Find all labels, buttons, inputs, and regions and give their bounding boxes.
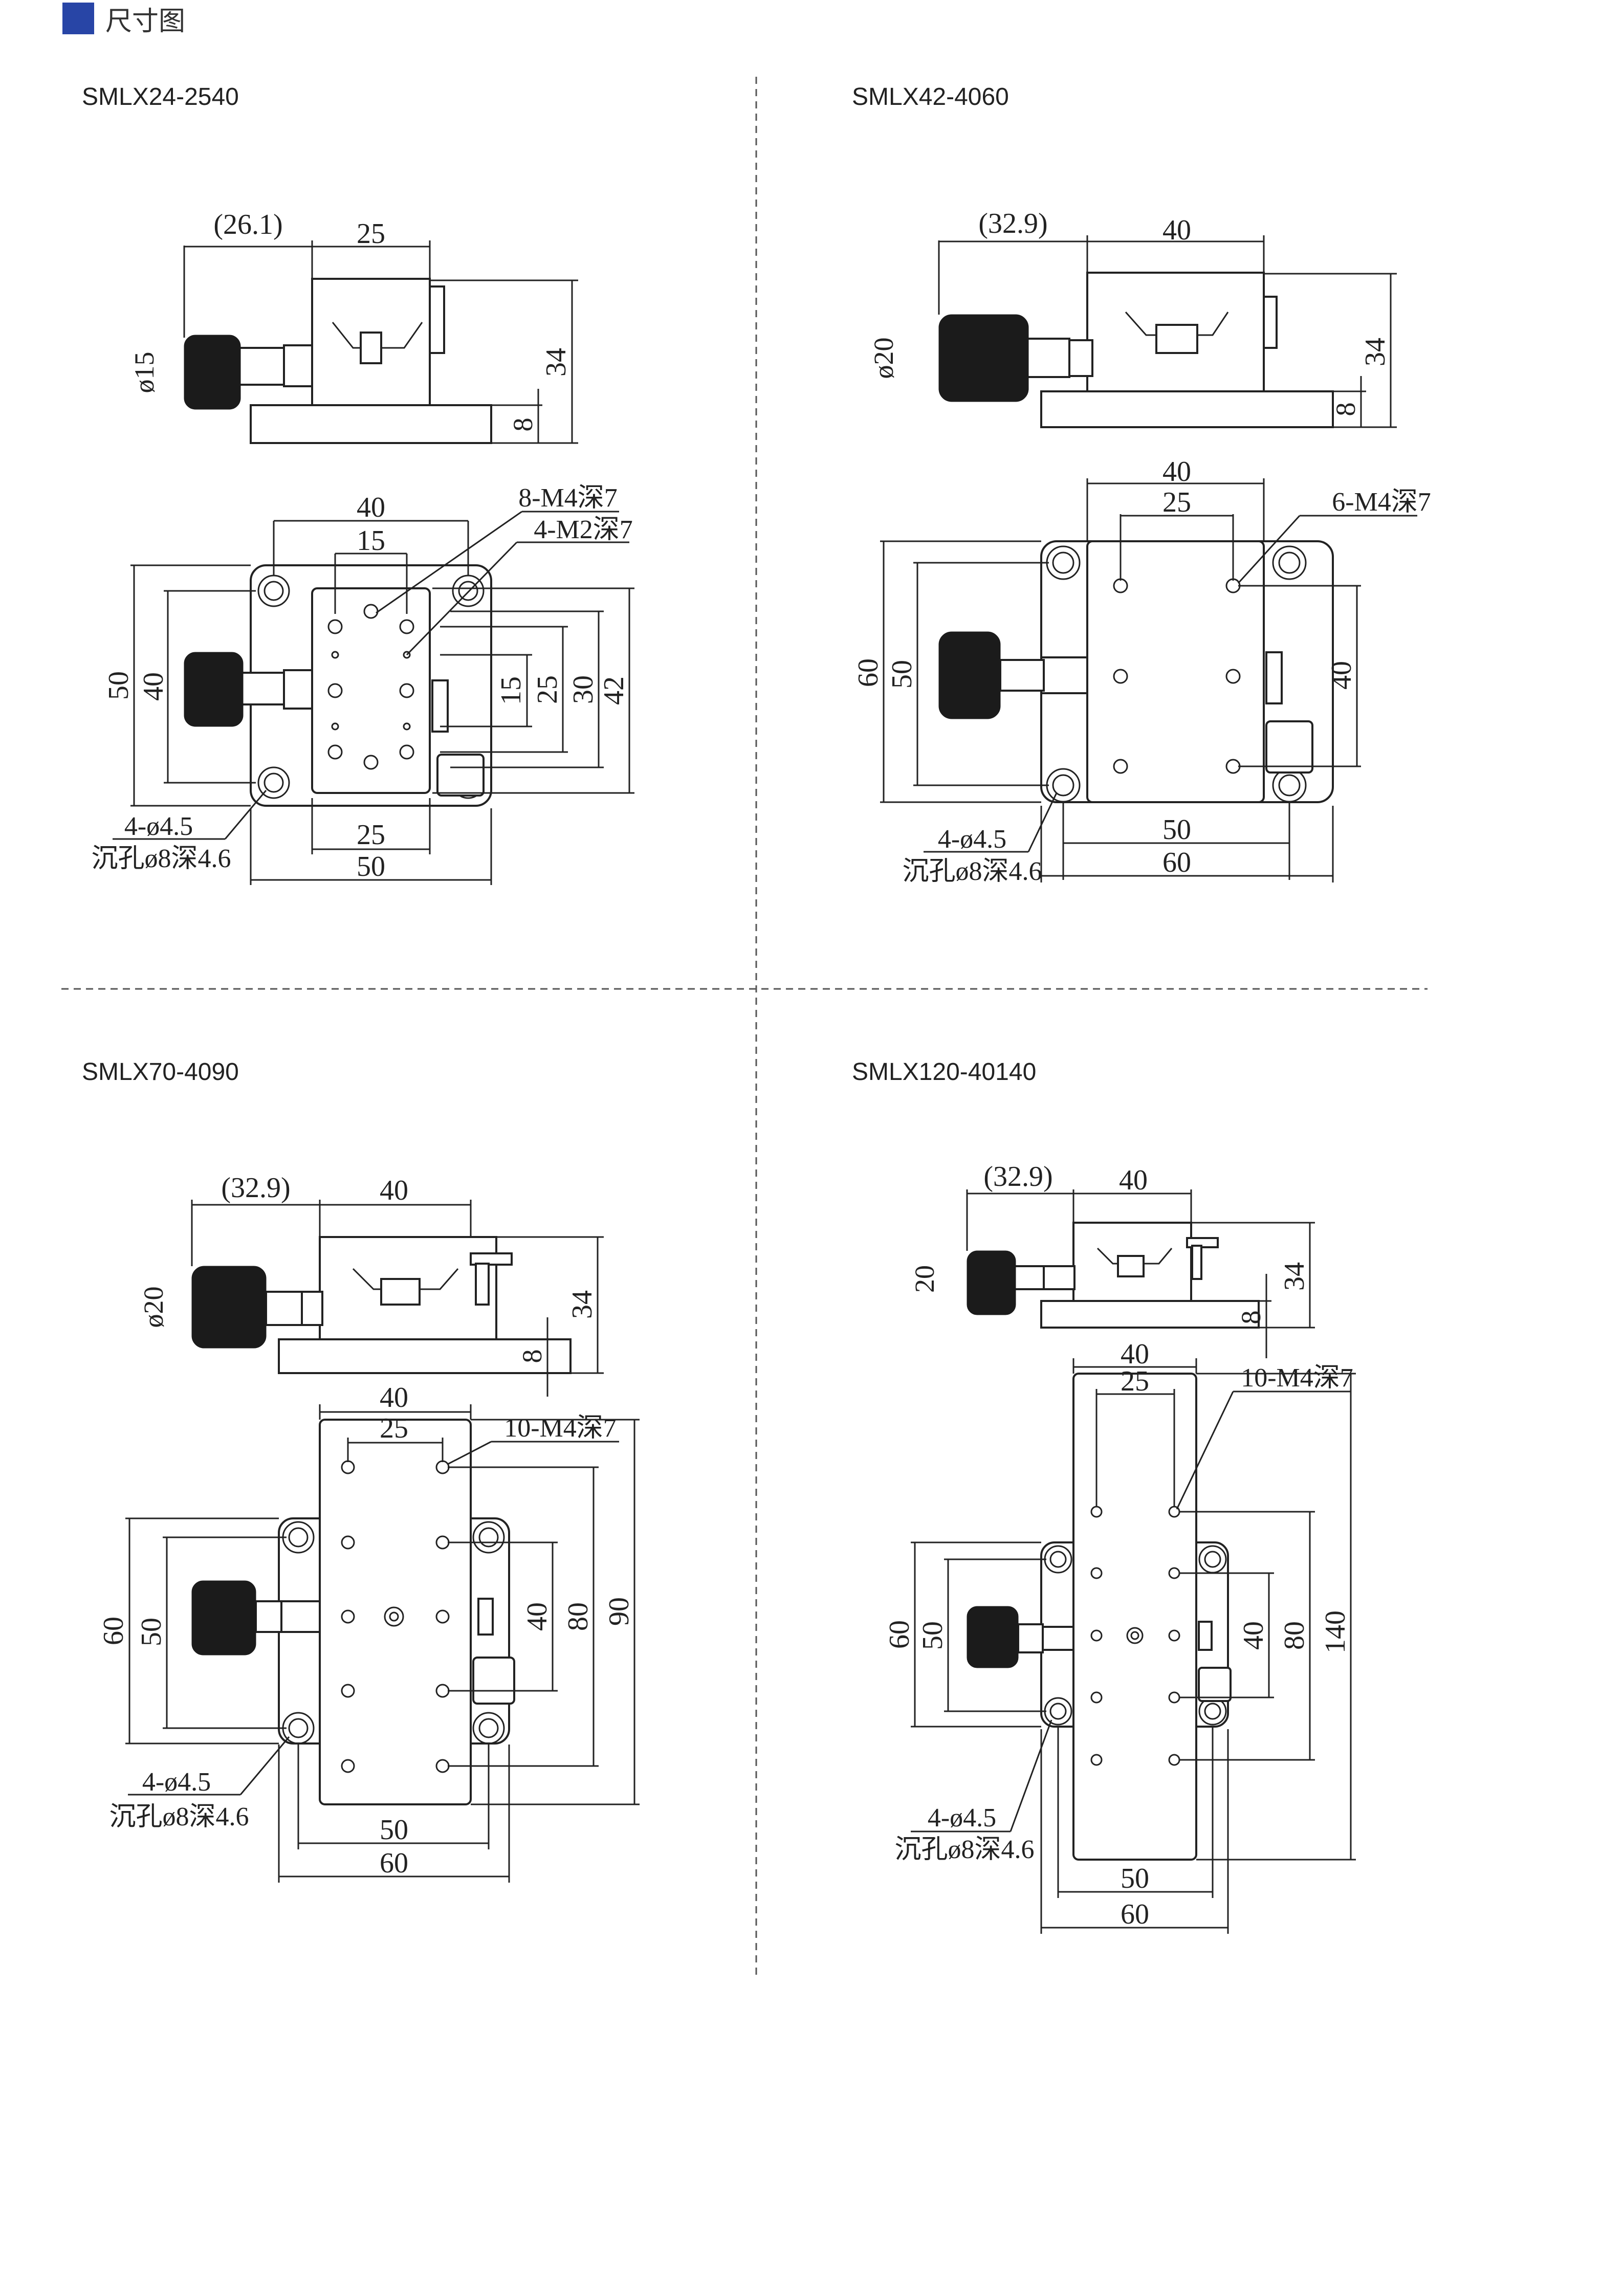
callout3-hole: 4-ø4.5 [142, 1768, 211, 1797]
dim-top4-50v: 50 [917, 1621, 949, 1650]
dim-top2-60v: 60 [852, 658, 884, 687]
dim-top1-50: 50 [103, 671, 135, 700]
dim-top3-80v: 80 [562, 1602, 594, 1631]
callout1-hole: 4-ø4.5 [124, 812, 193, 841]
top-view-1 [113, 511, 634, 885]
dim-top4-60h: 60 [1121, 1898, 1149, 1930]
callout2-m4: 6-M4深7 [1332, 488, 1431, 517]
side-view-1 [183, 240, 578, 444]
callout2-counterbore: 沉孔ø8深4.6 [902, 857, 1042, 886]
dim-top1-25h: 25 [357, 819, 385, 851]
callout4-counterbore: 沉孔ø8深4.6 [894, 1835, 1034, 1864]
callout3-m4: 10-M4深7 [504, 1414, 617, 1443]
dim-side4-d: 34 [1279, 1262, 1310, 1291]
dim-top3-90v: 90 [603, 1597, 635, 1626]
callout1-counterbore: 沉孔ø8深4.6 [91, 844, 231, 873]
dim-top1-50h: 50 [357, 851, 385, 882]
dim-top4-25: 25 [1121, 1365, 1149, 1397]
dim-top3-40: 40 [380, 1382, 408, 1414]
callout4-m4: 10-M4深7 [1241, 1363, 1353, 1393]
dim-top4-140v: 140 [1320, 1610, 1351, 1653]
dim-side4-a: (32.9) [983, 1161, 1052, 1193]
section-title: 尺寸图 [105, 6, 186, 37]
model-label-2: SMLX42-4060 [852, 83, 1009, 111]
drawing-smlx24: (26.1) 25 ø15 34 8 [91, 209, 634, 885]
dim-side3-c: ø20 [138, 1287, 169, 1328]
dim-side2-d: 34 [1359, 338, 1391, 366]
side-view-3 [191, 1200, 604, 1397]
model-label-1: SMLX24-2540 [82, 83, 239, 111]
dim-top2-50h: 50 [1162, 814, 1191, 846]
dim-top1-15: 15 [357, 525, 385, 557]
section-header: 尺寸图 [62, 0, 185, 37]
dim-top4-40: 40 [1121, 1338, 1149, 1370]
side-view-2 [938, 235, 1397, 428]
dim-top2-40: 40 [1162, 456, 1191, 488]
dim-top3-60h: 60 [380, 1847, 408, 1879]
dim-side3-a: (32.9) [221, 1172, 290, 1204]
dim-side1-e: 8 [508, 418, 538, 432]
dim-top1-40v: 40 [138, 672, 169, 701]
dim-top2-25: 25 [1162, 487, 1191, 518]
top-view-3 [125, 1404, 640, 1883]
dim-top3-25: 25 [380, 1412, 408, 1444]
drawing-smlx120: (32.9) 40 20 34 8 [884, 1161, 1356, 1934]
dim-side1-c: ø15 [129, 352, 160, 393]
dim-top1-42v: 42 [598, 676, 630, 705]
dim-top2-40v: 40 [1326, 661, 1357, 690]
callout2-hole: 4-ø4.5 [938, 825, 1006, 854]
dim-side2-b: 40 [1162, 214, 1191, 246]
callout1-m2: 4-M2深7 [534, 515, 633, 544]
side-view-4 [966, 1189, 1315, 1358]
dim-side1-b: 25 [357, 218, 385, 250]
section-marker-icon [62, 3, 94, 34]
dim-top4-60v: 60 [884, 1620, 915, 1649]
dim-side3-b: 40 [380, 1175, 408, 1206]
dim-side2-a: (32.9) [978, 208, 1047, 239]
dim-top4-40v: 40 [1238, 1621, 1269, 1650]
model-label-4: SMLX120-40140 [852, 1058, 1037, 1086]
dim-top4-50h: 50 [1121, 1863, 1149, 1894]
dim-top2-50v: 50 [886, 660, 918, 689]
dim-side2-c: ø20 [868, 338, 899, 379]
dim-top1-15v: 15 [495, 676, 527, 705]
dim-top1-30v: 30 [567, 675, 599, 704]
dim-side4-c: 20 [909, 1265, 940, 1293]
dim-top3-50h: 50 [380, 1814, 408, 1846]
dim-side4-b: 40 [1119, 1164, 1148, 1196]
dim-side1-d: 34 [540, 348, 572, 377]
drawing-smlx70: (32.9) 40 ø20 34 8 [98, 1172, 640, 1883]
model-label-3: SMLX70-4090 [82, 1058, 239, 1086]
callout4-hole: 4-ø4.5 [928, 1803, 996, 1833]
dim-side3-e: 8 [517, 1350, 547, 1363]
dim-side3-d: 34 [566, 1290, 598, 1319]
dim-side2-e: 8 [1330, 403, 1361, 416]
top-view-2 [880, 478, 1417, 882]
dim-side1-a: (26.1) [213, 209, 282, 240]
callout3-counterbore: 沉孔ø8深4.6 [109, 1802, 249, 1831]
dim-top4-80v: 80 [1279, 1621, 1310, 1650]
dim-top1-25v: 25 [532, 675, 563, 704]
drawing-smlx42: (32.9) 40 ø20 34 8 [852, 208, 1431, 886]
callout1-m4: 8-M4深7 [518, 483, 618, 513]
dim-side4-e: 8 [1236, 1311, 1266, 1324]
dim-top1-40: 40 [357, 492, 385, 523]
dim-top3-40v: 40 [521, 1602, 553, 1631]
dim-top3-50v: 50 [136, 1618, 167, 1646]
dim-top2-60h: 60 [1162, 847, 1191, 878]
dim-top3-60v: 60 [98, 1617, 129, 1645]
top-view-4 [911, 1358, 1356, 1934]
